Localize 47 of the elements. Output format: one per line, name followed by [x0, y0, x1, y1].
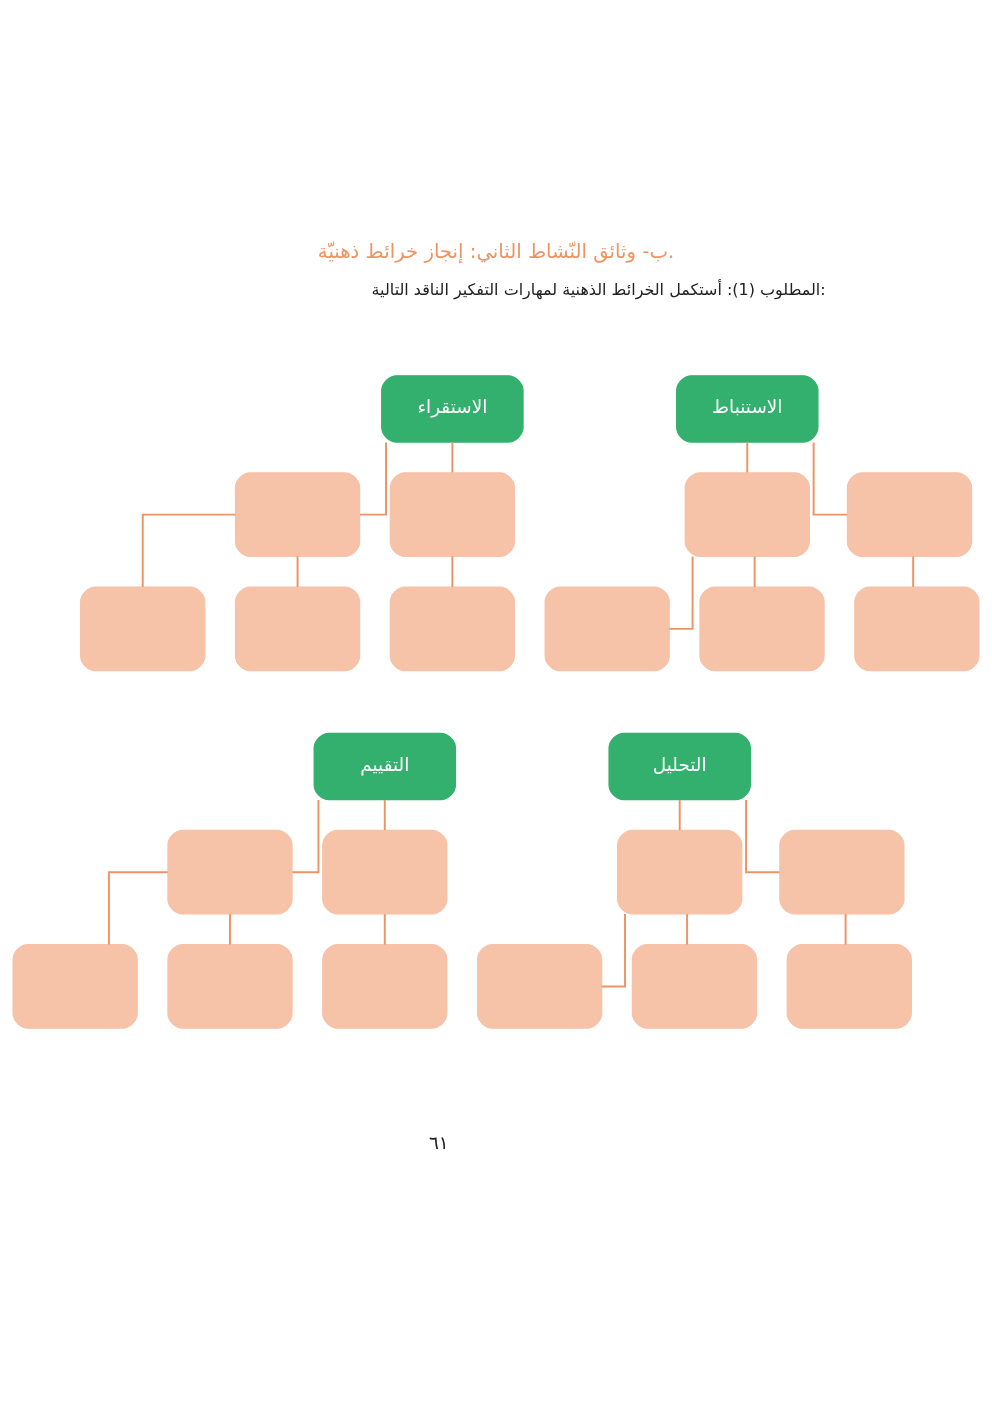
- connector: [753, 555, 756, 588]
- node-box: [12, 943, 138, 1029]
- connector: [844, 912, 847, 946]
- node-box: [786, 943, 912, 1029]
- node-box: [846, 471, 973, 557]
- node-box: [617, 829, 743, 915]
- node-box: [631, 943, 758, 1029]
- connector: [451, 440, 454, 473]
- node-box: [854, 586, 980, 671]
- node-box: الاستقراء: [381, 374, 524, 443]
- connector: [686, 912, 689, 946]
- connector: [912, 555, 915, 588]
- node-box: التقييم: [313, 732, 457, 800]
- label: المطلوب (1): أستكمل الخرائط الذهنية لمهارات التفكير الناقد التالية:: [371, 279, 826, 299]
- node-box: [544, 586, 670, 671]
- connector: [107, 870, 169, 946]
- node-box: [389, 471, 516, 557]
- node-box: [699, 586, 825, 671]
- node-box: [167, 829, 293, 915]
- connector: [383, 912, 386, 946]
- node-box: [779, 829, 905, 915]
- connector: [358, 440, 387, 516]
- connector: [296, 555, 299, 588]
- label: ٦١: [428, 1131, 449, 1153]
- connector: [383, 798, 386, 831]
- node-box: [80, 586, 206, 671]
- connector: [812, 440, 849, 516]
- connector: [451, 555, 454, 588]
- node-box: [322, 943, 448, 1029]
- node-box: [234, 586, 361, 671]
- node-box: [167, 943, 293, 1029]
- node-box: [684, 471, 810, 557]
- node-box: الاستنباط: [676, 374, 819, 443]
- connector: [600, 912, 626, 987]
- node-box: [234, 471, 361, 557]
- connector: [745, 798, 781, 873]
- connector: [229, 912, 231, 946]
- connector: [141, 513, 237, 588]
- connector: [668, 555, 694, 630]
- connector: [678, 798, 681, 831]
- connector: [746, 440, 749, 473]
- connector: [291, 798, 320, 873]
- node-box: [322, 829, 448, 915]
- node-box: [476, 943, 603, 1029]
- diagram-title: ب- وثائق النّشاط الثاني: إنجاز خرائط ذهنيّة.: [317, 239, 675, 263]
- node-box: [389, 586, 516, 671]
- node-box: التحليل: [608, 732, 751, 800]
